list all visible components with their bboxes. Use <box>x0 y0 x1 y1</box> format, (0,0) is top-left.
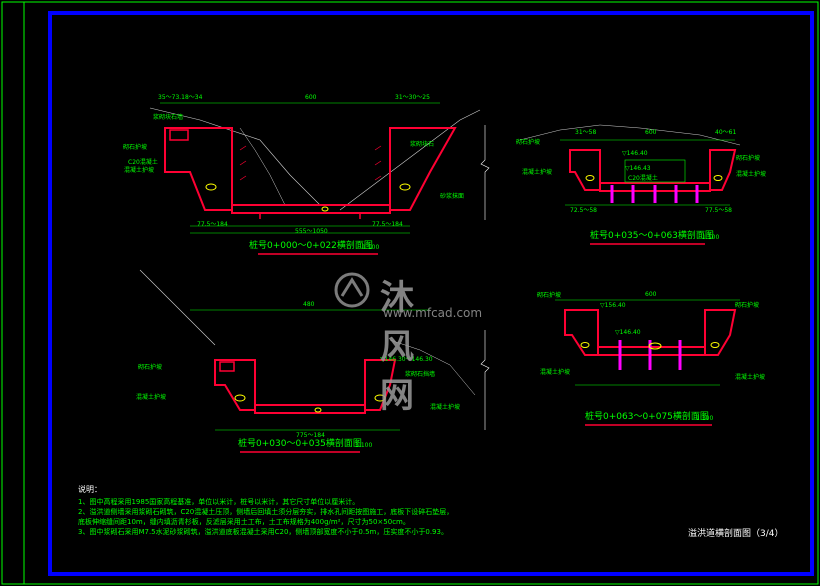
s2-top-dim-center: 600 <box>645 129 657 136</box>
s1-tag-5: 浆砌块石 <box>410 141 435 148</box>
s2-tag-1: 砌石护坡 <box>516 139 541 146</box>
s3-tag-2: 混凝土护坡 <box>136 394 167 401</box>
s4-tag-3: 砌石护坡 <box>735 302 760 309</box>
s4-tag-2: 混凝土护坡 <box>540 369 571 376</box>
section-1-drawing <box>149 102 490 255</box>
s2-elev-1: ▽146.40 <box>622 150 648 157</box>
s1-top-dim-left: 35～73.18～34 <box>158 94 203 101</box>
inner-blue-frame <box>48 11 814 576</box>
s3-top-dim-right: ▽146.30～146.30 <box>380 356 433 363</box>
s1-tag-6: 砂浆抹面 <box>440 193 465 200</box>
section-4-title: 桩号0+063～0+075横剖面图 <box>585 412 709 422</box>
watermark-brand: 沐风网 <box>380 278 416 416</box>
s4-elev-1: ▽156.40 <box>600 302 626 309</box>
note-line-3: 底板伸缩缝间距10m，缝内填沥青杉板，反滤层采用土工布，土工布规格为400g/m… <box>78 518 410 526</box>
note-line-2: 2、溢洪道侧墙采用浆砌石砌筑，C20混凝土压顶，侧墙后回填土须分层夯实，排水孔间… <box>78 508 454 516</box>
s1-tag-1: 浆砌块石墙 <box>153 114 184 121</box>
section-2-scale: 1:100 <box>702 234 720 241</box>
s2-top-dim-right: 40～61 <box>715 129 737 136</box>
s2-material: C20混凝土 <box>628 175 658 182</box>
sheet-title: 溢洪道横剖面图（3/4） <box>688 529 784 539</box>
s1-tag-3: 砌石护坡 <box>123 144 148 151</box>
section-3-title: 桩号0+030～0+035横剖面图 <box>238 439 362 449</box>
s3-tag-1: 砌石护坡 <box>138 364 163 371</box>
s3-bottom-dim: 775～184 <box>296 432 325 439</box>
s1-bottom-dim-right: 77.5～184 <box>372 221 403 228</box>
section-3-scale: 1:100 <box>355 442 373 449</box>
s2-dim-right: 77.5～58 <box>705 207 732 214</box>
section-1-title: 桩号0+000～0+022横剖面图 <box>249 241 373 251</box>
notes-title: 说明： <box>78 485 102 494</box>
s1-bottom-dim-left: 77.5～184 <box>197 221 228 228</box>
section-4-drawing <box>555 299 740 426</box>
s3-top-dim-center: 480 <box>303 301 315 308</box>
s4-elev-2: ▽146.40 <box>615 329 641 336</box>
s1-tag-2: C20混凝土 <box>128 159 158 166</box>
note-line-4: 3、图中浆砌石采用M7.5水泥砂浆砌筑，溢洪道底板混凝土采用C20，侧墙顶部宽度… <box>78 528 448 536</box>
section-2-title: 桩号0+035～0+063横剖面图 <box>590 231 714 241</box>
s2-tag-3: 砌石护坡 <box>736 155 761 162</box>
s2-top-dim-left: 31～58 <box>575 129 597 136</box>
section-2-drawing <box>519 124 741 245</box>
s2-tag-4: 混凝土护坡 <box>736 171 767 178</box>
note-line-1: 1、图中高程采用1985国家高程基准，单位以米计，桩号以米计，其它尺寸单位以厘米… <box>78 498 360 506</box>
s1-bottom-dim-center: 555～1050 <box>295 228 328 235</box>
s1-tag-4: 混凝土护坡 <box>124 167 155 174</box>
s2-elev-2: ▽146.43 <box>625 165 651 172</box>
s2-tag-2: 混凝土护坡 <box>522 169 553 176</box>
s4-top-dim: 600 <box>645 291 657 298</box>
s3-tag-4: 混凝土护坡 <box>430 404 461 411</box>
notes-block: 说明： 1、图中高程采用1985国家高程基准，单位以米计，桩号以米计，其它尺寸单… <box>78 485 638 537</box>
watermark-url: www.mfcad.com <box>383 306 483 320</box>
s2-dim-left: 72.5～58 <box>570 207 597 214</box>
section-4-scale: 1:100 <box>696 415 714 422</box>
section-1-scale: 1:100 <box>362 244 380 251</box>
s1-top-dim-right: 31～30～25 <box>395 94 430 101</box>
s1-top-dim-center: 600 <box>305 94 317 101</box>
section-3-drawing <box>139 269 490 453</box>
s3-tag-3: 浆砌石挡墙 <box>405 371 436 378</box>
s4-tag-4: 混凝土护坡 <box>735 374 766 381</box>
s4-tag-1: 砌石护坡 <box>537 292 562 299</box>
watermark-logo-icon <box>334 272 370 308</box>
